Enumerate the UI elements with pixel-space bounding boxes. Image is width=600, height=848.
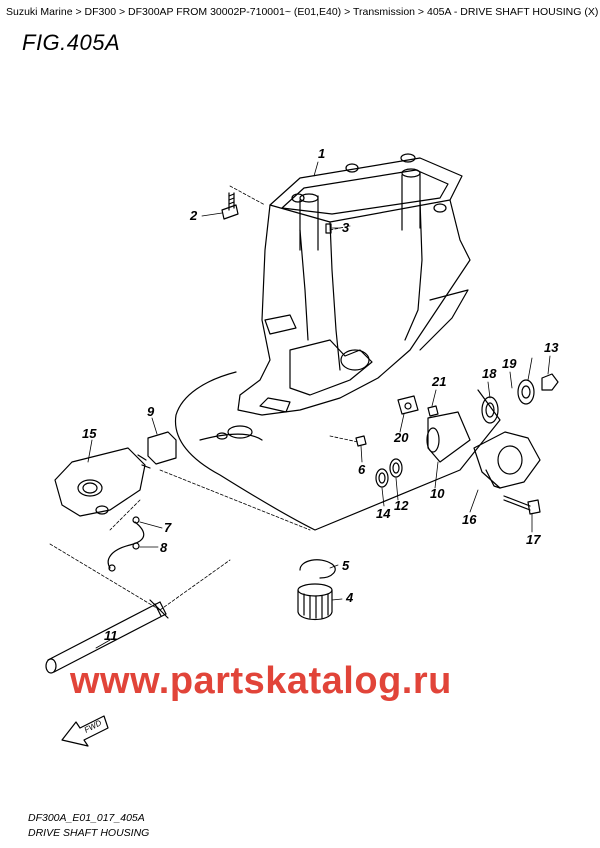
- callout-20[interactable]: 20: [393, 430, 409, 445]
- fwd-arrow-icon: FWD: [61, 715, 109, 747]
- callout-labels: 1 2 3 4 5 6 7 8 9 10 11 12 13 14 15 16 1…: [82, 146, 559, 643]
- sleeve-part-10[interactable]: [426, 411, 471, 463]
- bracket-part-15[interactable]: [54, 447, 146, 517]
- callout-5[interactable]: 5: [342, 558, 350, 573]
- breadcrumb-link-current[interactable]: 405A - DRIVE SHAFT HOUSING (X): [426, 6, 599, 18]
- clip-part-5[interactable]: [299, 559, 336, 579]
- dowel-pin-part-3[interactable]: [325, 223, 332, 234]
- callout-16[interactable]: 16: [462, 512, 477, 527]
- callout-19[interactable]: 19: [502, 356, 517, 371]
- clamp-part-16[interactable]: [473, 431, 541, 489]
- washer-part-14[interactable]: [375, 468, 389, 488]
- callout-10[interactable]: 10: [430, 486, 445, 501]
- callout-1[interactable]: 1: [318, 146, 325, 161]
- callout-18[interactable]: 18: [482, 366, 497, 381]
- callout-11[interactable]: 11: [104, 628, 118, 643]
- callout-2[interactable]: 2: [189, 208, 198, 223]
- callout-7[interactable]: 7: [164, 520, 172, 535]
- callout-leaders: [87, 161, 551, 649]
- washer-part-12[interactable]: [389, 458, 403, 478]
- breadcrumb: Suzuki Marine > DF300 > DF300AP FROM 300…: [6, 6, 599, 18]
- screw-part-21[interactable]: [427, 405, 439, 417]
- sender-part-9[interactable]: [137, 431, 177, 469]
- washer-part-18[interactable]: [481, 396, 499, 424]
- footer-caption: DRIVE SHAFT HOUSING: [28, 827, 150, 839]
- footer-code: DF300A_E01_017_405A: [28, 812, 145, 824]
- callout-13[interactable]: 13: [544, 340, 559, 355]
- figure-title: FIG.405A: [22, 30, 121, 55]
- callout-8[interactable]: 8: [160, 540, 168, 555]
- callout-6[interactable]: 6: [358, 462, 366, 477]
- bolt-part-6[interactable]: [355, 435, 367, 447]
- bolt-part-2[interactable]: [221, 192, 239, 220]
- callout-17[interactable]: 17: [526, 532, 541, 547]
- breadcrumb-link-brand[interactable]: Suzuki Marine: [6, 6, 73, 18]
- callout-4[interactable]: 4: [345, 590, 354, 605]
- leader-lines: [49, 185, 359, 611]
- callout-21[interactable]: 21: [431, 374, 446, 389]
- callout-12[interactable]: 12: [394, 498, 409, 513]
- callout-3[interactable]: 3: [342, 220, 350, 235]
- anti-ventilation-plate[interactable]: [174, 371, 501, 531]
- callout-14[interactable]: 14: [376, 506, 391, 521]
- breadcrumb-link-model[interactable]: DF300: [84, 6, 117, 18]
- holder-part-20[interactable]: [397, 395, 419, 415]
- callout-9[interactable]: 9: [147, 404, 155, 419]
- washer-part-19[interactable]: [517, 379, 535, 405]
- breadcrumb-link-group[interactable]: Transmission: [352, 6, 415, 18]
- bolt-part-17[interactable]: [503, 495, 541, 515]
- wire-part-7-8[interactable]: [107, 516, 145, 572]
- drive-shaft-housing[interactable]: [237, 153, 471, 416]
- watermark: www.partskatalog.ru: [70, 660, 452, 702]
- callout-15[interactable]: 15: [82, 426, 97, 441]
- nut-part-13[interactable]: [541, 373, 559, 391]
- breadcrumb-link-variant[interactable]: DF300AP FROM 30002P-710001~ (E01,E40): [128, 6, 342, 18]
- stud-part-11[interactable]: [45, 599, 169, 674]
- cap-part-4[interactable]: [297, 583, 333, 621]
